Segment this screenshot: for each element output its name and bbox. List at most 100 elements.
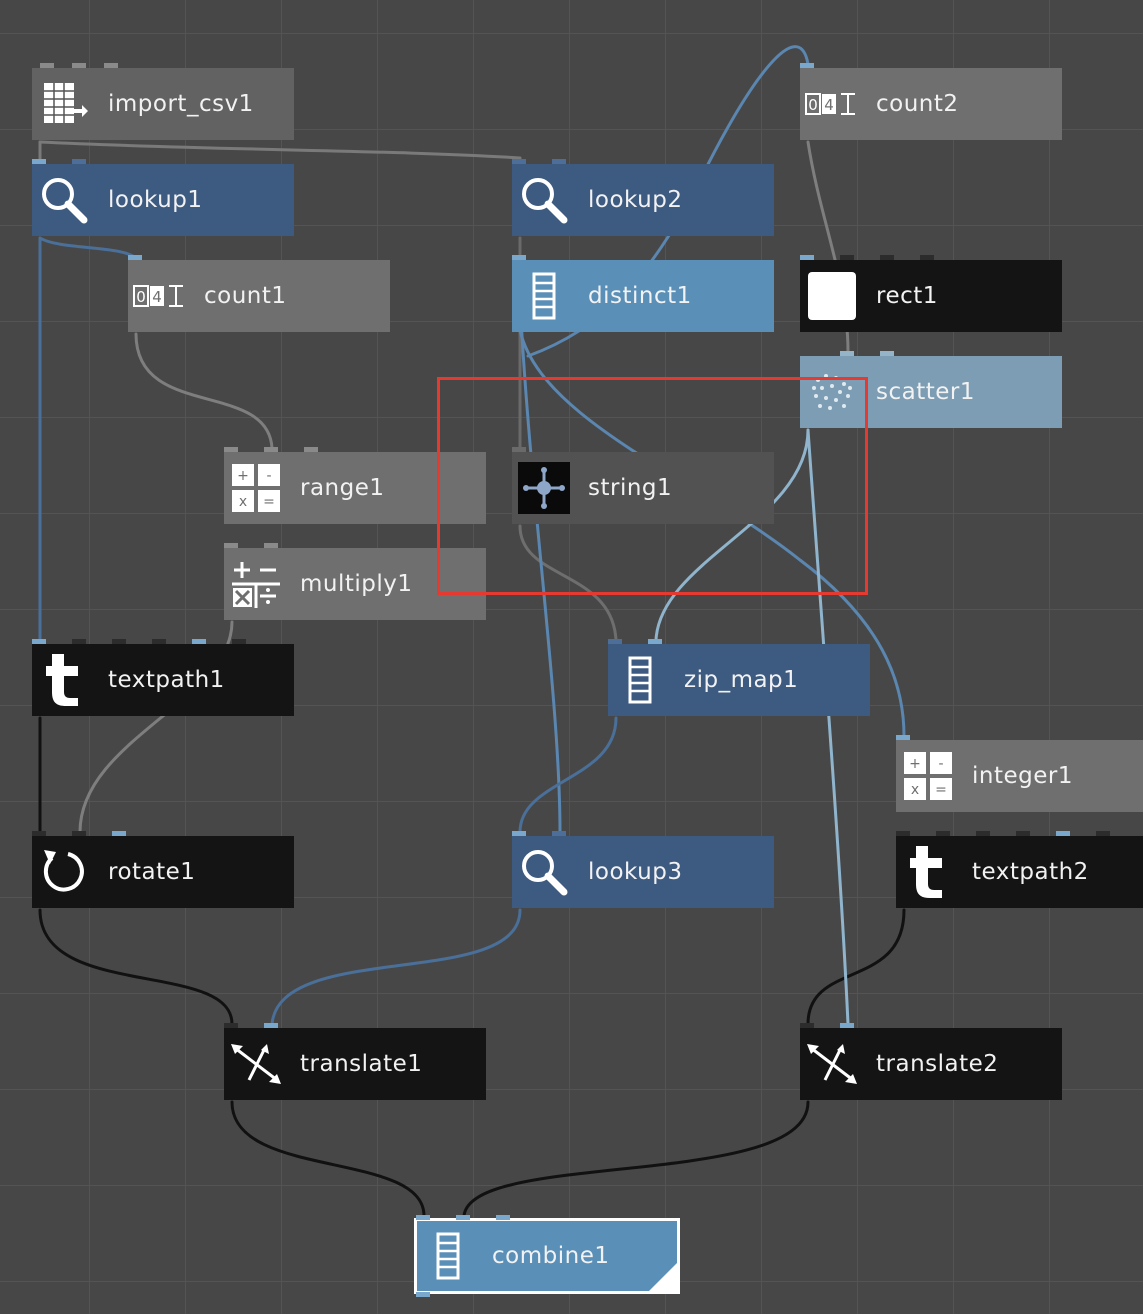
input-port[interactable] [880, 255, 894, 260]
node-label: import_csv1 [108, 91, 254, 117]
input-port[interactable] [800, 1023, 814, 1028]
node-integer1[interactable]: +-x= integer1 [896, 735, 1143, 812]
rendered-node-marker [648, 1262, 678, 1292]
input-port[interactable] [496, 1215, 510, 1220]
input-port[interactable] [232, 639, 246, 644]
input-port[interactable] [192, 639, 206, 644]
node-label: count1 [204, 283, 287, 309]
node-rotate1[interactable]: rotate1 [32, 831, 294, 908]
input-port[interactable] [800, 63, 814, 68]
svg-text:+: + [909, 756, 921, 772]
node-lookup2[interactable]: lookup2 [512, 159, 774, 236]
input-port[interactable] [72, 831, 86, 836]
input-port[interactable] [1096, 831, 1110, 836]
svg-text:-: - [938, 756, 943, 772]
input-port[interactable] [224, 447, 238, 452]
wire-distinct1-integer1 [518, 328, 906, 738]
input-port[interactable] [608, 639, 622, 644]
input-port[interactable] [896, 735, 910, 740]
wire-zipmap1-lookup3 [518, 716, 618, 834]
input-port[interactable] [72, 159, 86, 164]
text-t-icon [900, 844, 956, 900]
node-string1[interactable]: string1 [512, 447, 774, 524]
wire-rotate1-translate1 [38, 908, 234, 1026]
input-port[interactable] [512, 159, 526, 164]
node-multiply1[interactable]: multiply1 [224, 543, 486, 620]
node-range1[interactable]: +-x= range1 [224, 447, 486, 524]
node-zip_map1[interactable]: zip_map1 [608, 639, 870, 716]
node-label: lookup3 [588, 859, 683, 885]
input-port[interactable] [416, 1215, 430, 1220]
input-port[interactable] [976, 831, 990, 836]
svg-text:4: 4 [824, 96, 834, 114]
svg-text:x: x [911, 782, 919, 798]
wire-scatter1-zipmap1 [654, 428, 810, 642]
node-textpath1[interactable]: textpath1 [32, 639, 294, 716]
node-translate2[interactable]: translate2 [800, 1023, 1062, 1100]
input-port[interactable] [72, 63, 86, 68]
input-port[interactable] [840, 1023, 854, 1028]
node-label: rotate1 [108, 859, 196, 885]
node-combine1[interactable]: combine1 [414, 1215, 680, 1297]
input-port[interactable] [112, 831, 126, 836]
node-label: translate2 [876, 1051, 999, 1077]
node-label: translate1 [300, 1051, 423, 1077]
node-lookup1[interactable]: lookup1 [32, 159, 294, 236]
input-port[interactable] [104, 63, 118, 68]
node-import_csv1[interactable]: import_csv1 [32, 63, 294, 140]
input-port[interactable] [896, 831, 910, 836]
magnifier-icon [516, 172, 572, 228]
input-port[interactable] [264, 1023, 278, 1028]
input-port[interactable] [920, 255, 934, 260]
list-icon [516, 268, 572, 324]
node-distinct1[interactable]: distinct1 [512, 255, 774, 332]
node-lookup3[interactable]: lookup3 [512, 831, 774, 908]
input-port[interactable] [512, 255, 526, 260]
input-port[interactable] [512, 447, 526, 452]
input-port[interactable] [552, 159, 566, 164]
input-port[interactable] [648, 639, 662, 644]
input-port[interactable] [936, 831, 950, 836]
input-port[interactable] [840, 351, 854, 356]
input-port[interactable] [264, 543, 278, 548]
input-port[interactable] [32, 159, 46, 164]
math-grid-icon: +-x= [900, 748, 956, 804]
input-port[interactable] [512, 831, 526, 836]
svg-text:0: 0 [808, 96, 818, 114]
input-port[interactable] [800, 255, 814, 260]
node-label: range1 [300, 475, 385, 501]
input-port[interactable] [72, 639, 86, 644]
node-label: textpath2 [972, 859, 1089, 885]
input-port[interactable] [1056, 831, 1070, 836]
input-port[interactable] [152, 639, 166, 644]
node-rect1[interactable]: rect1 [800, 255, 1062, 332]
table-import-icon [36, 76, 92, 132]
wire-lookup3-translate1 [270, 908, 522, 1026]
input-port[interactable] [32, 639, 46, 644]
node-label: distinct1 [588, 283, 692, 309]
input-port[interactable] [264, 447, 278, 452]
input-port[interactable] [224, 543, 238, 548]
input-port[interactable] [456, 1215, 470, 1220]
output-port[interactable] [416, 1292, 430, 1297]
magnifier-icon [36, 172, 92, 228]
input-port[interactable] [1016, 831, 1030, 836]
input-port[interactable] [128, 255, 142, 260]
input-port[interactable] [112, 639, 126, 644]
input-port[interactable] [224, 1023, 238, 1028]
input-port[interactable] [552, 831, 566, 836]
svg-text:x: x [239, 494, 247, 510]
input-port[interactable] [32, 831, 46, 836]
input-port[interactable] [304, 447, 318, 452]
input-port[interactable] [40, 63, 54, 68]
svg-text:=: = [263, 494, 275, 510]
node-scatter1[interactable]: scatter1 [800, 351, 1062, 428]
input-port[interactable] [840, 255, 854, 260]
input-port[interactable] [880, 351, 894, 356]
wire-textpath2-translate2 [806, 908, 906, 1026]
node-translate1[interactable]: translate1 [224, 1023, 486, 1100]
node-textpath2[interactable]: textpath2 [896, 831, 1143, 908]
